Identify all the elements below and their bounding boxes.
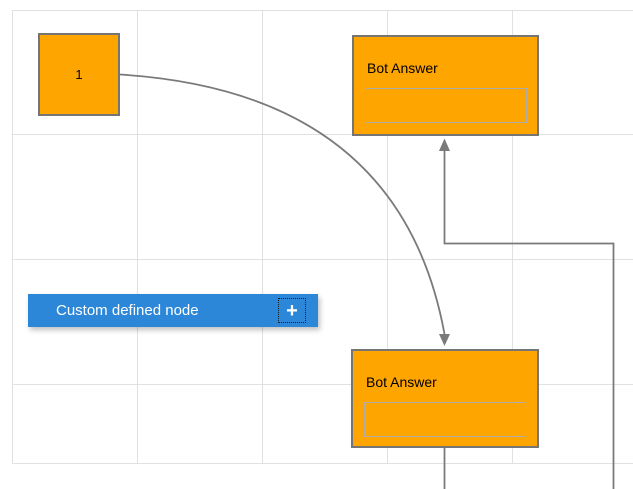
node-title: Bot Answer <box>366 374 437 390</box>
node-custom-label: Custom defined node <box>56 302 199 319</box>
node-title: Bot Answer <box>367 60 438 76</box>
node-start[interactable]: 1 <box>38 33 120 116</box>
node-bot-answer-top[interactable]: Bot Answer <box>352 35 539 136</box>
node-custom-defined[interactable]: Custom defined node + <box>28 294 318 327</box>
add-port-button[interactable]: + <box>278 298 306 323</box>
arrowhead-up-icon <box>439 138 450 151</box>
node-start-label: 1 <box>75 67 83 82</box>
arrowhead-down-icon <box>439 334 450 346</box>
connector-orthogonal[interactable] <box>439 138 615 489</box>
plus-icon: + <box>286 299 298 322</box>
answer-input[interactable] <box>364 402 526 437</box>
node-bot-answer-bottom[interactable]: Bot Answer <box>351 349 539 448</box>
connector-curve[interactable] <box>119 73 450 347</box>
answer-input[interactable] <box>365 88 527 123</box>
